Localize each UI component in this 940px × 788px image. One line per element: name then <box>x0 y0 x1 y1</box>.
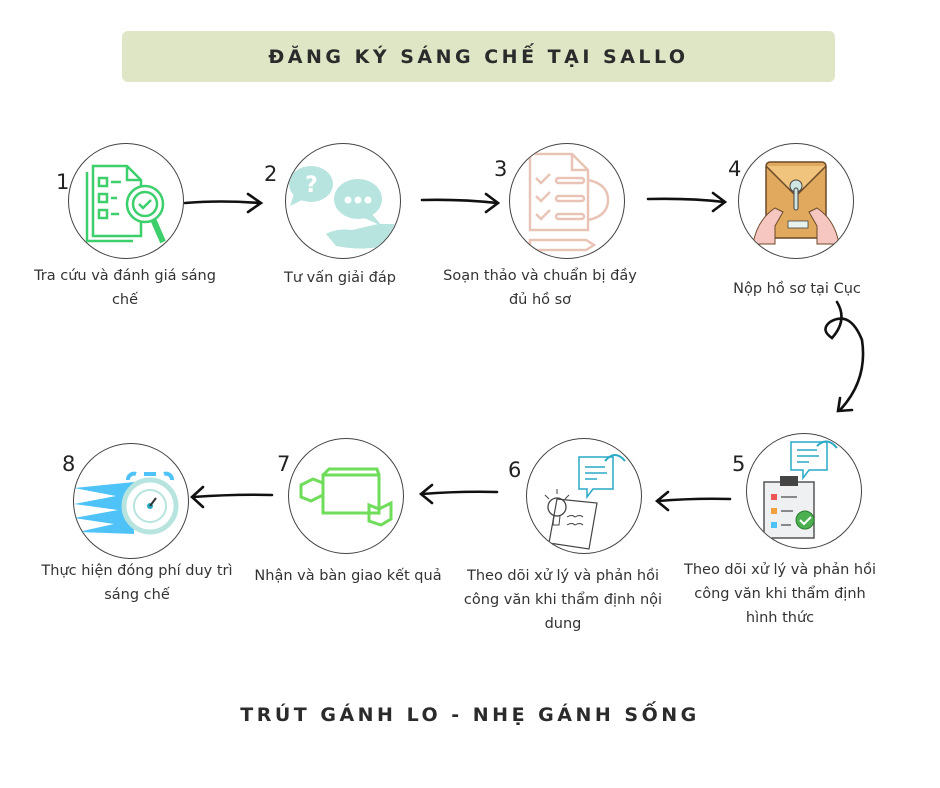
arrow-5-to-6 <box>654 490 732 512</box>
step-label-4: Nộp hồ sơ tại Cục <box>733 281 861 297</box>
step-label-8: Thực hiện đóng phí duy trì sáng chế <box>41 563 233 603</box>
step-circle-3 <box>509 143 625 259</box>
checklist-gear-icon <box>528 152 610 252</box>
step-number-1: 1 <box>56 170 70 194</box>
idea-paper-icon <box>544 454 626 550</box>
step-number-5: 5 <box>732 452 746 476</box>
step-circle-4 <box>738 143 854 259</box>
step-circle-7 <box>288 438 404 554</box>
chat-bubbles-hand-icon: ? <box>289 166 394 249</box>
clipboard-check-icon <box>763 440 838 539</box>
page-title: ĐĂNG KÝ SÁNG CHẾ TẠI SALLO <box>268 45 689 68</box>
fast-stopwatch-icon <box>74 471 179 535</box>
slogan: TRÚT GÁNH LO - NHẸ GÁNH SỐNG <box>240 704 700 726</box>
svg-text:?: ? <box>305 173 318 198</box>
title-banner: ĐĂNG KÝ SÁNG CHẾ TẠI SALLO <box>122 31 835 82</box>
document-search-icon <box>85 164 166 244</box>
arrow-1-to-2 <box>183 192 264 214</box>
arrow-3-to-4 <box>646 191 728 213</box>
step-number-3: 3 <box>494 157 508 181</box>
step-number-7: 7 <box>277 452 291 476</box>
step-label-1: Tra cứu và đánh giá sáng chế <box>34 268 216 308</box>
envelope-hands-icon <box>752 161 840 245</box>
step-label-6: Theo dõi xử lý và phản hồi công văn khi … <box>463 568 663 632</box>
arrow-7-to-8 <box>190 485 274 509</box>
arrow-4-to-5 <box>824 300 865 413</box>
arrow-2-to-3 <box>420 192 501 214</box>
step-circle-5 <box>746 433 862 549</box>
step-number-2: 2 <box>264 162 278 186</box>
step-number-4: 4 <box>728 157 742 181</box>
step-label-7: Nhận và bàn giao kết quả <box>254 568 442 584</box>
step-label-3: Soạn thảo và chuẩn bị đầy đủ hồ sơ <box>443 268 637 308</box>
step-label-5: Theo dõi xử lý và phản hồi công văn khi … <box>683 562 876 626</box>
step-circle-6 <box>526 438 642 554</box>
arrow-6-to-7 <box>418 483 499 505</box>
step-number-8: 8 <box>62 452 76 476</box>
step-circle-1 <box>68 143 184 259</box>
step-circle-2: ? <box>285 143 401 259</box>
step-number-6: 6 <box>508 458 522 482</box>
step-circle-8 <box>73 443 189 559</box>
step-label-2: Tư vấn giải đáp <box>284 270 396 286</box>
handover-icon <box>299 467 393 527</box>
